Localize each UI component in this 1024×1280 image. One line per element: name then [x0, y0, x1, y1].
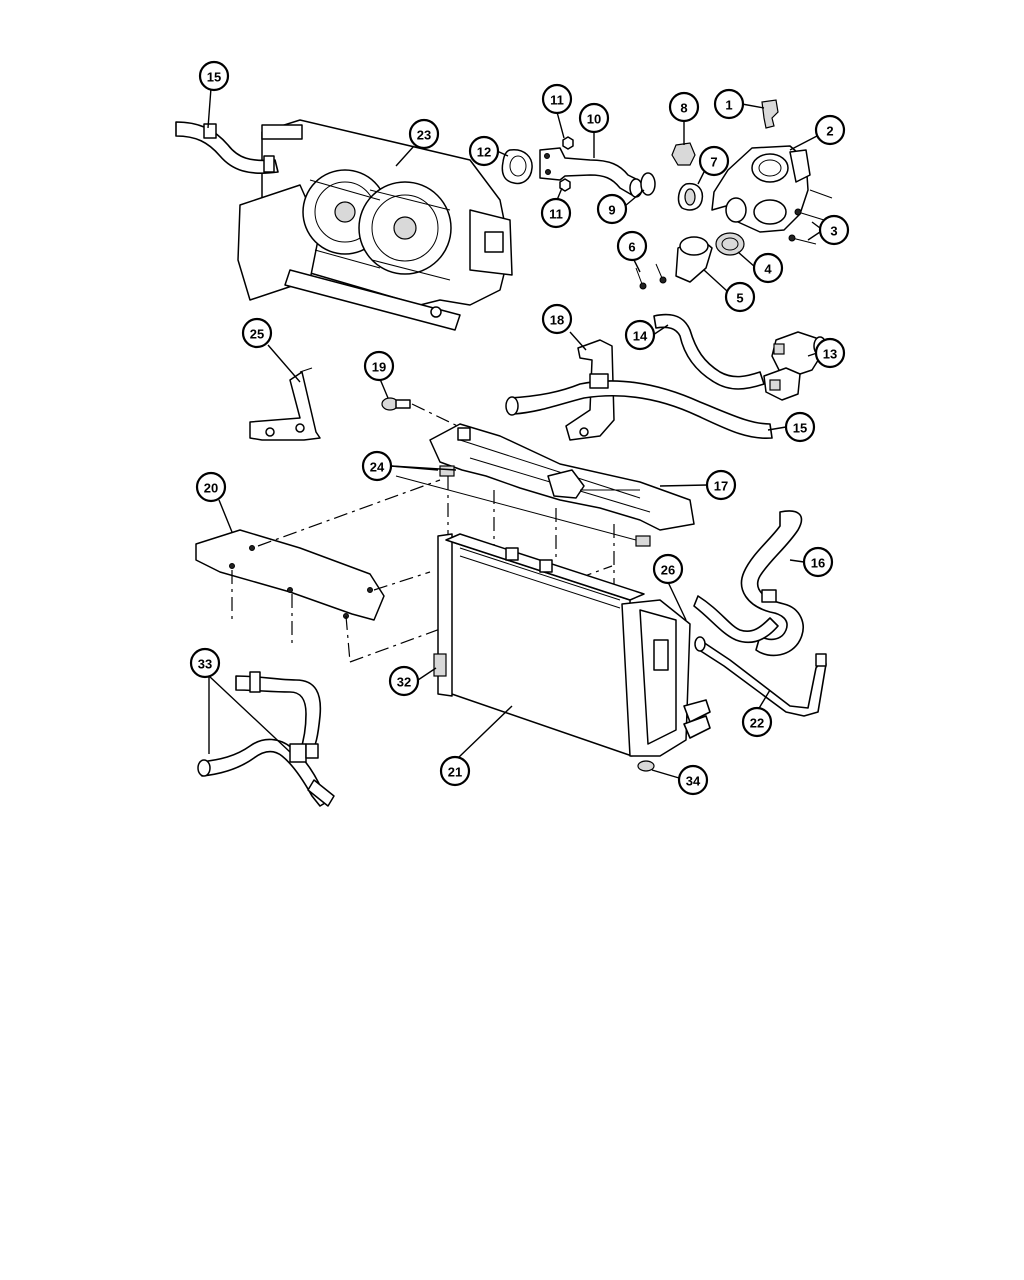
svg-text:20: 20: [204, 481, 218, 496]
svg-text:15: 15: [793, 421, 807, 436]
callout-9: 9: [596, 193, 628, 225]
part-25-bracket: [249, 367, 321, 441]
part-26-side-bracket: [621, 599, 711, 757]
part-33-heater-hoses: [197, 671, 335, 807]
callout-5: 5: [724, 281, 756, 313]
svg-text:1: 1: [725, 98, 732, 113]
part-15-radiator-hose: [505, 373, 773, 440]
part-15-upper-hose-top: [175, 121, 279, 175]
svg-text:15: 15: [207, 70, 221, 85]
callout-26: 26: [652, 553, 684, 585]
part-19-bolt: [381, 397, 471, 433]
callout-12: 12: [468, 135, 500, 167]
part-3-bolts: [788, 189, 833, 245]
part-16-lower-hose: [693, 510, 804, 657]
svg-text:4: 4: [764, 262, 772, 277]
part-18-bracket: [565, 339, 615, 441]
callout-3: 3: [818, 214, 850, 246]
svg-text:2: 2: [826, 124, 833, 139]
part-17-crossmember: [429, 423, 695, 531]
part-5-outlet: [675, 236, 713, 283]
svg-text:19: 19: [372, 360, 386, 375]
part-2-thermostat-housing: [711, 145, 811, 233]
svg-text:26: 26: [661, 563, 675, 578]
callout-10: 10: [578, 102, 610, 134]
part-12-gasket: [501, 149, 533, 185]
callout-16: 16: [802, 546, 834, 578]
leader-lines: [207, 87, 821, 779]
callout-20: 20: [195, 471, 227, 503]
svg-text:22: 22: [750, 716, 764, 731]
svg-text:10: 10: [587, 112, 601, 127]
svg-text:23: 23: [417, 128, 431, 143]
part-32-bracket: [433, 653, 447, 677]
callout-15: 15: [784, 411, 816, 443]
callout-14: 14: [624, 319, 656, 351]
callout-18: 18: [541, 303, 573, 335]
part-21-radiator: [437, 533, 645, 757]
callout-11: 11: [541, 83, 573, 115]
svg-text:9: 9: [608, 203, 615, 218]
part-9-o-ring: [640, 172, 656, 196]
part-11-bolts: [559, 136, 574, 192]
part-6-bolts: [635, 263, 667, 290]
svg-text:33: 33: [198, 657, 212, 672]
callout-32: 32: [388, 665, 420, 697]
part-7-seal: [677, 182, 704, 211]
part-20-deflector: [195, 529, 385, 621]
part-23-fan-module: [237, 119, 513, 331]
callout-7: 7: [698, 145, 730, 177]
svg-text:3: 3: [830, 224, 837, 239]
svg-text:24: 24: [370, 460, 385, 475]
callout-2: 2: [814, 114, 846, 146]
callout-11: 11: [540, 197, 572, 229]
svg-text:11: 11: [550, 93, 564, 108]
callout-33: 33: [189, 647, 221, 679]
part-24-isolators: [395, 465, 651, 547]
callout-21: 21: [439, 755, 471, 787]
part-34-grommet: [637, 760, 655, 772]
callout-13: 13: [814, 337, 846, 369]
part-4-thermostat: [715, 232, 745, 256]
svg-text:17: 17: [714, 479, 728, 494]
callout-25: 25: [241, 317, 273, 349]
callout-1: 1: [713, 88, 745, 120]
callout-8: 8: [668, 91, 700, 123]
callout-24: 24: [361, 450, 393, 482]
svg-text:32: 32: [397, 675, 411, 690]
callout-4: 4: [752, 252, 784, 284]
part-14-hose: [653, 313, 765, 390]
svg-text:14: 14: [633, 329, 648, 344]
svg-text:25: 25: [250, 327, 264, 342]
svg-text:11: 11: [549, 207, 563, 222]
callout-34: 34: [677, 764, 709, 796]
callout-23: 23: [408, 118, 440, 150]
callout-19: 19: [363, 350, 395, 382]
svg-text:18: 18: [550, 313, 564, 328]
callout-15: 15: [198, 60, 230, 92]
part-1-temp-sensor: [761, 99, 779, 129]
svg-text:7: 7: [710, 155, 717, 170]
svg-text:12: 12: [477, 145, 491, 160]
svg-text:8: 8: [680, 101, 687, 116]
callout-6: 6: [616, 230, 648, 262]
svg-text:5: 5: [736, 291, 743, 306]
part-22-bypass-tube: [694, 636, 827, 717]
svg-text:6: 6: [628, 240, 635, 255]
part-13-connector: [763, 331, 827, 401]
svg-text:21: 21: [448, 765, 462, 780]
part-8-sensor: [671, 142, 696, 166]
callout-17: 17: [705, 469, 737, 501]
svg-text:13: 13: [823, 347, 837, 362]
svg-text:34: 34: [686, 774, 701, 789]
svg-text:16: 16: [811, 556, 825, 571]
callout-22: 22: [741, 706, 773, 738]
part-10-coolant-tube: [539, 147, 643, 198]
